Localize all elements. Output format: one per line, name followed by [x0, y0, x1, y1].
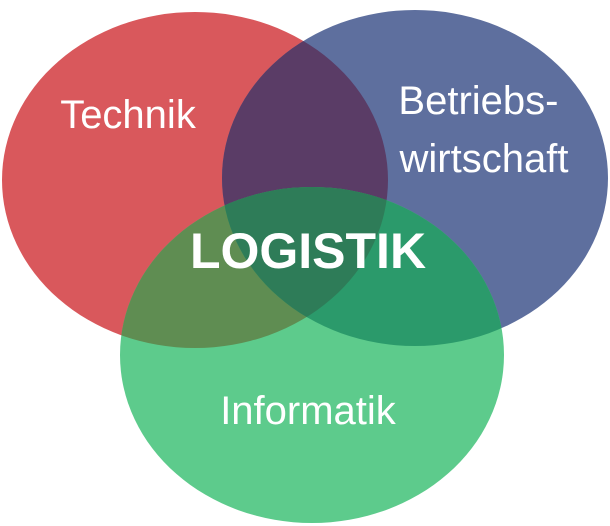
label-informatik: Informatik	[220, 389, 397, 433]
overlap-betriebswirtschaft-informatik	[222, 187, 504, 346]
label-betriebswirtschaft: Betriebs- wirtschaft	[398, 79, 569, 181]
label-technik: Technik	[60, 93, 197, 137]
center-label-logistik: LOGISTIK	[190, 223, 426, 279]
overlap-technik-informatik	[120, 187, 388, 348]
